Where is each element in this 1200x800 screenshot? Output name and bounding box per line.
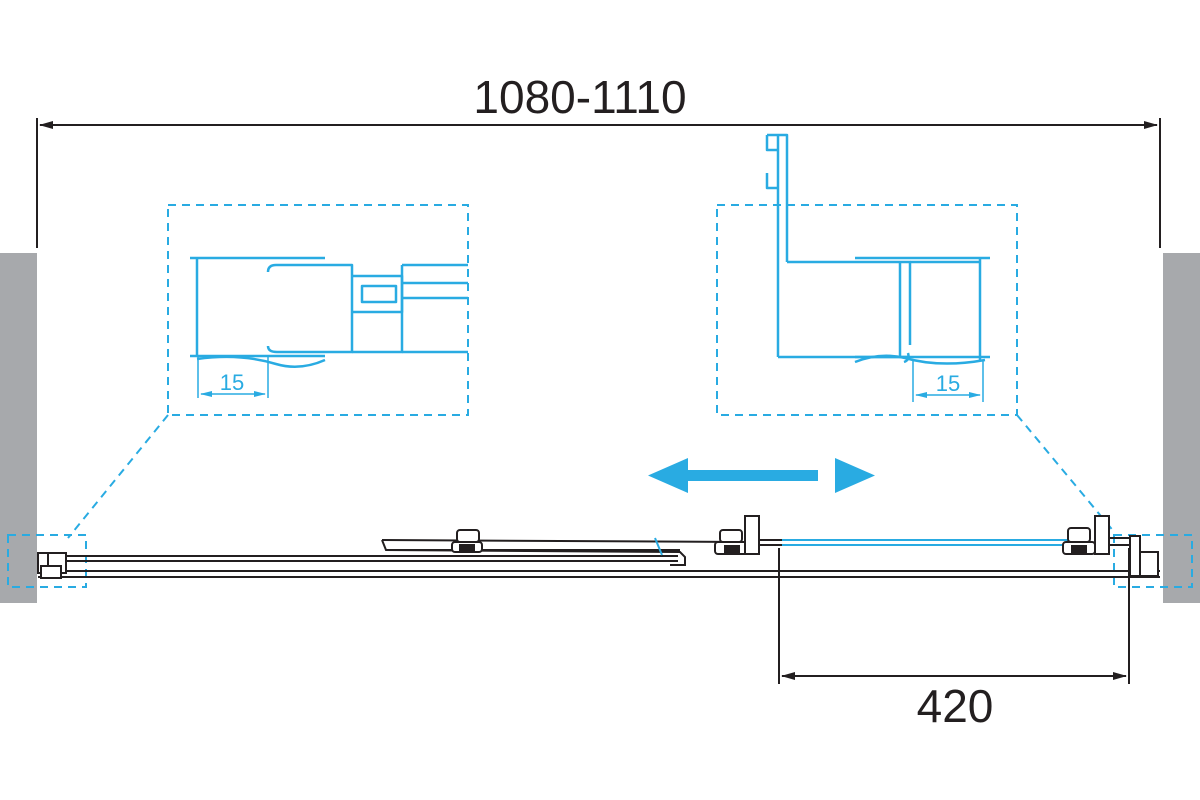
overall-width-dimension: [36, 118, 1161, 248]
left-gap-label: 15: [220, 370, 244, 395]
double-arrow-icon: [648, 458, 875, 493]
opening-dimension: [778, 548, 1130, 684]
opening-width-label: 420: [917, 680, 994, 732]
sliding-door-panel: [381, 537, 746, 566]
left-wall-profile: [37, 552, 67, 579]
fixed-panel-rail: [38, 555, 1160, 578]
right-wall-profile: [1062, 515, 1159, 577]
open-glass-line: [782, 539, 1090, 546]
right-wall-profile-box: [1113, 534, 1193, 588]
detail-callouts: [7, 204, 1193, 588]
right-profile-detail: [765, 133, 990, 402]
overall-width-label: 1080-1110: [473, 71, 686, 123]
left-detail-box: [167, 204, 469, 416]
roller-right: [714, 515, 782, 555]
right-gap-label: 15: [936, 371, 960, 396]
right-wall: [1163, 253, 1200, 603]
right-detail-box: [716, 204, 1018, 416]
left-profile-detail: [190, 256, 468, 398]
roller-left: [451, 529, 483, 553]
left-wall: [0, 253, 37, 603]
